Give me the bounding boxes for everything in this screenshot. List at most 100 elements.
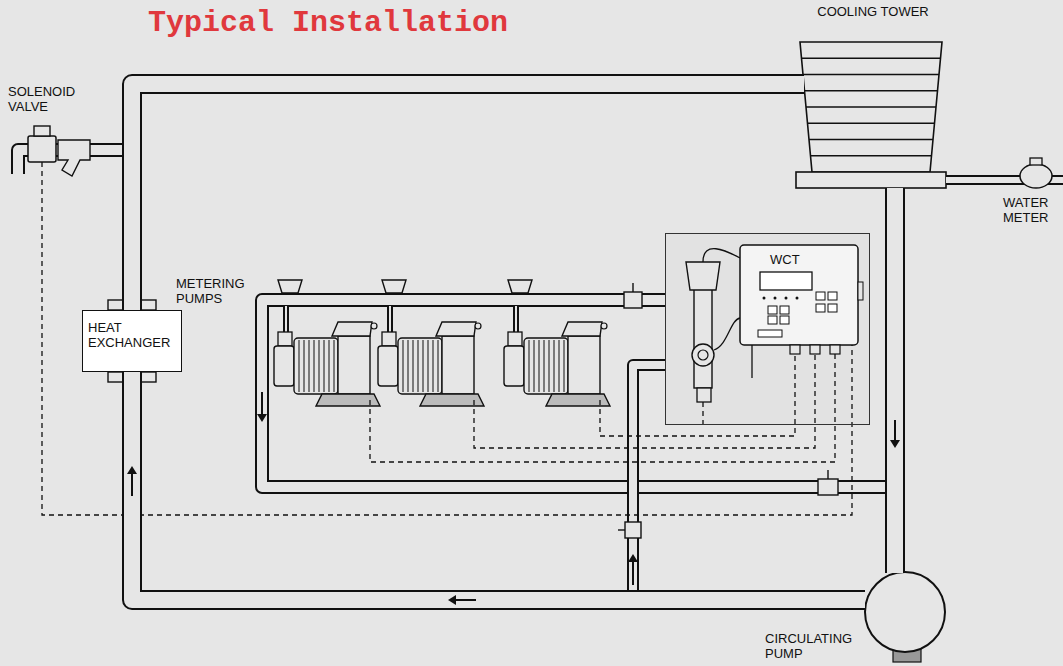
- part-label: WATER METER: [1003, 195, 1061, 225]
- pump-motor: [568, 336, 600, 394]
- pipe-bore: [389, 306, 391, 334]
- cable-gland: [830, 345, 840, 354]
- drum-rib: [314, 340, 315, 392]
- flow-arrow-shaft: [894, 420, 896, 440]
- keypad-key: [768, 306, 777, 314]
- controller-display: [760, 272, 812, 290]
- control-wire: [474, 354, 815, 448]
- drum-rib: [309, 340, 310, 392]
- drum-rib: [564, 340, 565, 392]
- discharge-tube: [286, 306, 287, 334]
- pipe-outline: [387, 306, 393, 334]
- cooling-tower-body: [800, 42, 942, 172]
- keypad-key: [828, 304, 837, 312]
- control-wire: [702, 402, 703, 425]
- strainer-body: [58, 140, 90, 176]
- drum-rib: [544, 340, 545, 392]
- controller-latch: [858, 282, 863, 300]
- cooling-tower: COOLING TOWER: [804, 2, 942, 188]
- pipe-bore: [285, 306, 287, 334]
- status-led: [763, 297, 766, 300]
- pump-head: [274, 346, 294, 386]
- drum-rib: [554, 340, 555, 392]
- control-wire: [370, 354, 835, 462]
- drum-rib: [319, 340, 320, 392]
- water-meter-body: [1020, 164, 1052, 188]
- flow-arrow-head: [890, 440, 900, 448]
- tower-slat: [803, 74, 939, 75]
- pump-fitting: [371, 323, 377, 329]
- node-label: HEAT EXCHANGER: [88, 320, 176, 350]
- drum-rib: [534, 340, 535, 392]
- drum-rib: [438, 340, 439, 392]
- drum-rib: [559, 340, 560, 392]
- flow-switch: [686, 262, 720, 290]
- pipe-connector: [132, 84, 804, 310]
- pipe-outline: [885, 188, 905, 573]
- circulating-pump-casing: [865, 572, 945, 652]
- drum-rib: [299, 340, 300, 392]
- pump-control-cap: [562, 322, 602, 336]
- status-led: [774, 297, 777, 300]
- flow-arrow-head: [628, 554, 638, 562]
- pipe-connector: [895, 188, 896, 573]
- keypad-key: [780, 316, 789, 324]
- keypad-key: [828, 292, 837, 300]
- drum-rib: [539, 340, 540, 392]
- flow-arrow-head: [257, 414, 267, 422]
- discharge-tube: [516, 306, 517, 334]
- injection-fitting: [382, 280, 406, 293]
- flow-arrow-shaft: [456, 599, 476, 601]
- discharge-valve: [508, 332, 522, 346]
- valve-stem: [632, 283, 633, 292]
- sensor-housing: [692, 344, 714, 366]
- pump-motor: [442, 336, 474, 394]
- status-led: [796, 297, 799, 300]
- cable-gland: [810, 345, 820, 354]
- pump-fitting: [601, 323, 607, 329]
- flow-arrow-head: [127, 466, 137, 474]
- probe-lead: [751, 345, 752, 378]
- pipe-outline: [513, 306, 519, 334]
- keypad-key: [780, 306, 789, 314]
- pump-motor: [338, 336, 370, 394]
- solenoid-coil: [34, 126, 50, 136]
- tower-slat: [805, 90, 938, 91]
- pump-fitting: [475, 323, 481, 329]
- controller-panel: WCT: [665, 233, 870, 425]
- tower-slat: [802, 58, 941, 59]
- tower-slat: [808, 123, 935, 124]
- heat-exchanger-box: HEAT EXCHANGER: [82, 310, 182, 372]
- pump-drum: [294, 338, 338, 394]
- injection-fitting: [508, 280, 532, 293]
- drum-rib: [433, 340, 434, 392]
- pipe-bore: [515, 306, 517, 334]
- water-meter-register: [1030, 158, 1042, 165]
- diagram-title: Typical Installation: [148, 6, 508, 40]
- pump-head: [504, 346, 524, 386]
- part-label: SOLENOID VALVE: [8, 84, 80, 114]
- isolation-valve: [624, 292, 642, 308]
- pipe-connector: [132, 372, 865, 600]
- discharge-valve: [278, 332, 292, 346]
- discharge-tube: [390, 306, 391, 334]
- pipe-outline: [132, 84, 804, 310]
- tower-basin: [796, 172, 946, 188]
- pipe-bore: [132, 84, 804, 310]
- pump-head: [378, 346, 398, 386]
- drain-valve: [697, 388, 711, 402]
- flow-arrow-shaft: [261, 392, 263, 414]
- node-label: WCT: [770, 252, 810, 267]
- isolation-valve: [625, 522, 641, 538]
- drum-rib: [418, 340, 419, 392]
- flow-arrow-head: [448, 595, 456, 605]
- pump-control-cap: [436, 322, 476, 336]
- flow-cell: [694, 276, 712, 388]
- drum-rib: [423, 340, 424, 392]
- flow-arrow-shaft: [632, 562, 634, 585]
- pipe-bore: [132, 372, 865, 600]
- tower-slat: [809, 139, 933, 140]
- injection-fitting: [278, 280, 302, 293]
- drum-rib: [324, 340, 325, 392]
